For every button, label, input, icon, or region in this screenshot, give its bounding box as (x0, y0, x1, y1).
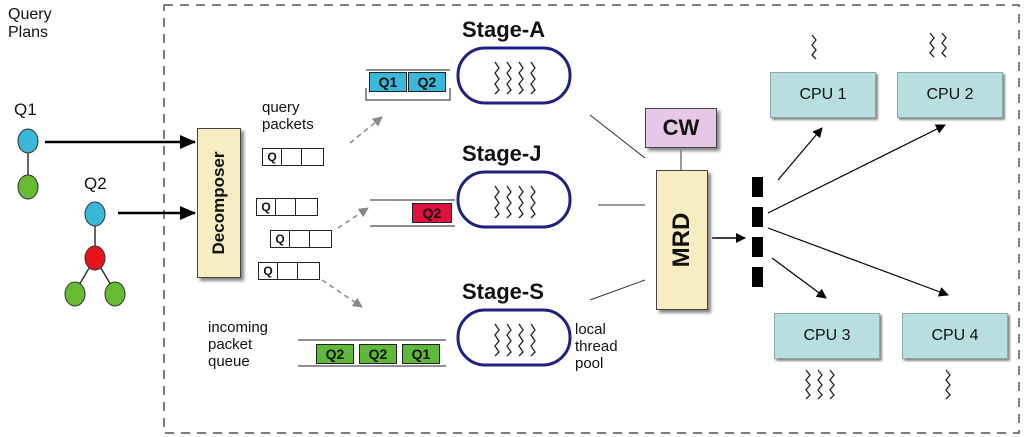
threads-icon (494, 323, 536, 357)
q1-label: Q1 (14, 100, 37, 119)
stage-j-queue-item: Q2 (412, 203, 452, 223)
q2-leaf-node (64, 281, 86, 307)
dispatch-slot (752, 237, 763, 257)
stage-j-title: Stage-J (462, 141, 542, 166)
cpu4-thread-icon (945, 369, 951, 400)
stage-a-title: Stage-A (462, 17, 546, 42)
stage-s-queue-item: Q2 (359, 344, 397, 364)
dispatch-slot (752, 207, 763, 227)
mrd-label: MRD (668, 212, 695, 268)
packet-query-tag: Q (257, 199, 276, 215)
decomposer-label: Decomposer (209, 151, 228, 255)
stage-a-queue-tray (365, 88, 451, 101)
dispatch-slot (752, 177, 763, 197)
packet-arrow-to-stage-s (321, 279, 363, 308)
threads-icon (494, 185, 536, 219)
packet-query-tag: Q (259, 263, 278, 279)
query-packets-label: query packets (262, 99, 314, 133)
cpu-4-box: CPU 4 (902, 313, 1008, 359)
cpu-2-box: CPU 2 (897, 72, 1003, 118)
query-packet: Q (258, 262, 320, 280)
cw-box: CW (645, 108, 717, 148)
stage-a-queue-item: Q1 (369, 72, 407, 92)
mrd-box: MRD (656, 170, 708, 310)
stage-s-title: Stage-S (462, 279, 544, 304)
q2-root-node (84, 201, 106, 227)
packet-query-tag: Q (263, 149, 282, 165)
dispatch-to-cpu4-arrow (767, 227, 949, 297)
q1-root-node (17, 128, 39, 154)
stage-a-to-mrd-line (589, 114, 646, 159)
stage-a-thread-pool (456, 46, 572, 105)
q2-label: Q2 (84, 174, 107, 193)
stage-s-queue-item: Q2 (316, 344, 354, 364)
packet-arrow-to-stage-a (349, 116, 383, 144)
dispatch-to-cpu2-arrow (767, 124, 946, 214)
cpu1-thread-icon (811, 34, 817, 60)
query-packet: Q (256, 198, 318, 216)
stage-s-thread-pool (456, 308, 572, 367)
system-boundary (163, 4, 1020, 434)
packet-query-tag: Q (271, 231, 290, 247)
stage-j-thread-pool (456, 170, 572, 229)
decomposer-box: Decomposer (197, 128, 241, 278)
cpu-1-box: CPU 1 (770, 72, 876, 118)
query-packet: Q (262, 148, 324, 166)
cpu3-thread-icon (805, 369, 835, 400)
query-plans-label: Query Plans (8, 6, 52, 41)
q2-leaf-node (104, 281, 126, 307)
q1-leaf-node (17, 174, 39, 200)
cpu2-thread-icon (929, 32, 947, 58)
incoming-packet-queue-label: incoming packet queue (208, 319, 269, 370)
stage-s-queue-item: Q1 (402, 344, 440, 364)
query-packet: Q (270, 230, 332, 248)
dispatch-slot (752, 267, 763, 287)
local-thread-pool-label: local thread pool (575, 321, 618, 372)
packet-arrow-to-stage-j (337, 207, 369, 229)
dispatch-to-cpu3-arrow (771, 257, 827, 299)
stage-s-to-mrd-line (589, 279, 646, 301)
stage-a-queue-item: Q2 (408, 72, 446, 92)
threads-icon (494, 61, 536, 95)
q2-join-node (84, 245, 106, 271)
cpu-3-box: CPU 3 (774, 313, 880, 359)
dispatch-to-cpu1-arrow (777, 127, 823, 181)
